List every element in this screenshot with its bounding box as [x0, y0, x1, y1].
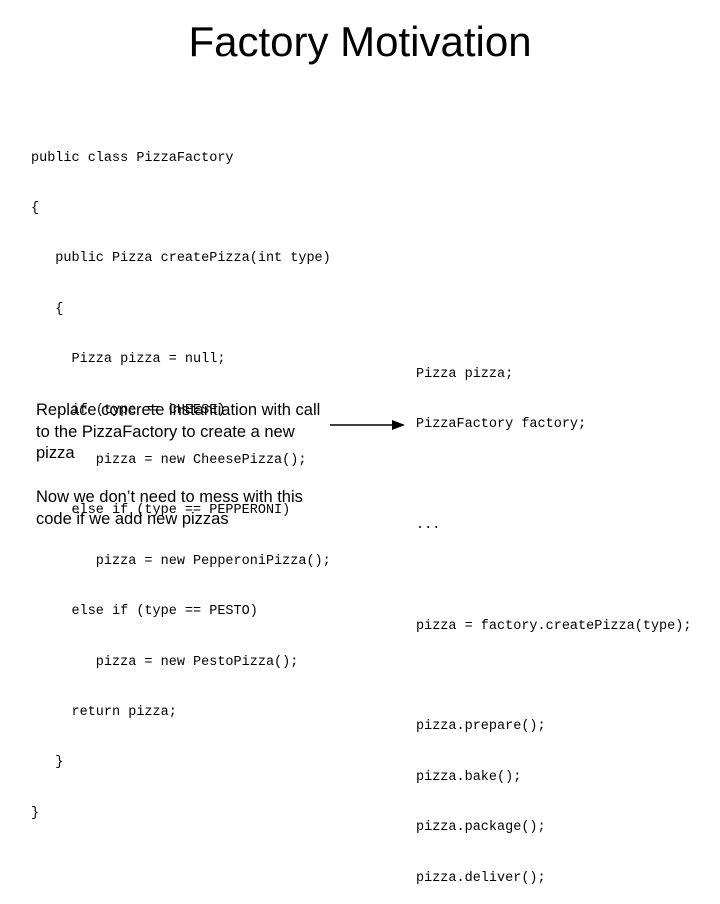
code-line [416, 467, 691, 484]
code-line [416, 669, 691, 686]
code-line: pizza.prepare(); [416, 719, 546, 735]
code-line: Pizza pizza = null; [31, 352, 226, 368]
pizza-factory-code-block: public class PizzaFactory { public Pizza… [31, 117, 331, 839]
no-mess-note: Now we don’t need to mess with this code… [36, 488, 303, 528]
code-line: pizza = new PestoPizza(); [31, 654, 299, 670]
slide-title: Factory Motivation [188, 18, 532, 65]
code-line: public class PizzaFactory [31, 150, 234, 166]
replace-instantiation-note: Replace concrete instantiation with call… [36, 401, 321, 463]
code-line: pizza = factory.createPizza(type); [416, 618, 692, 634]
code-line: } [31, 755, 64, 771]
code-line: { [31, 301, 64, 317]
arrow-right-icon [330, 420, 405, 430]
code-line: pizza = new PepperoniPizza(); [31, 553, 331, 569]
code-line: pizza.package(); [416, 820, 546, 836]
code-line [416, 568, 691, 585]
code-line: { [31, 200, 40, 216]
code-line: Pizza pizza; [416, 366, 514, 382]
code-line: pizza.bake(); [416, 769, 522, 785]
code-line: PizzaFactory factory; [416, 416, 587, 432]
code-line: } [31, 805, 40, 821]
code-line: ... [416, 517, 441, 533]
code-line: if (type == CHEESE) [31, 402, 226, 418]
code-line: else if (type == PESTO) [31, 604, 258, 620]
code-line: pizza.deliver(); [416, 870, 546, 886]
client-code-block: Pizza pizza; PizzaFactory factory; ... p… [416, 333, 691, 904]
code-line: else if (type == PEPPERONI) [31, 503, 291, 519]
code-line: public Pizza createPizza(int type) [31, 251, 331, 267]
code-line: pizza = new CheesePizza(); [31, 452, 307, 468]
code-line: return pizza; [31, 704, 177, 720]
